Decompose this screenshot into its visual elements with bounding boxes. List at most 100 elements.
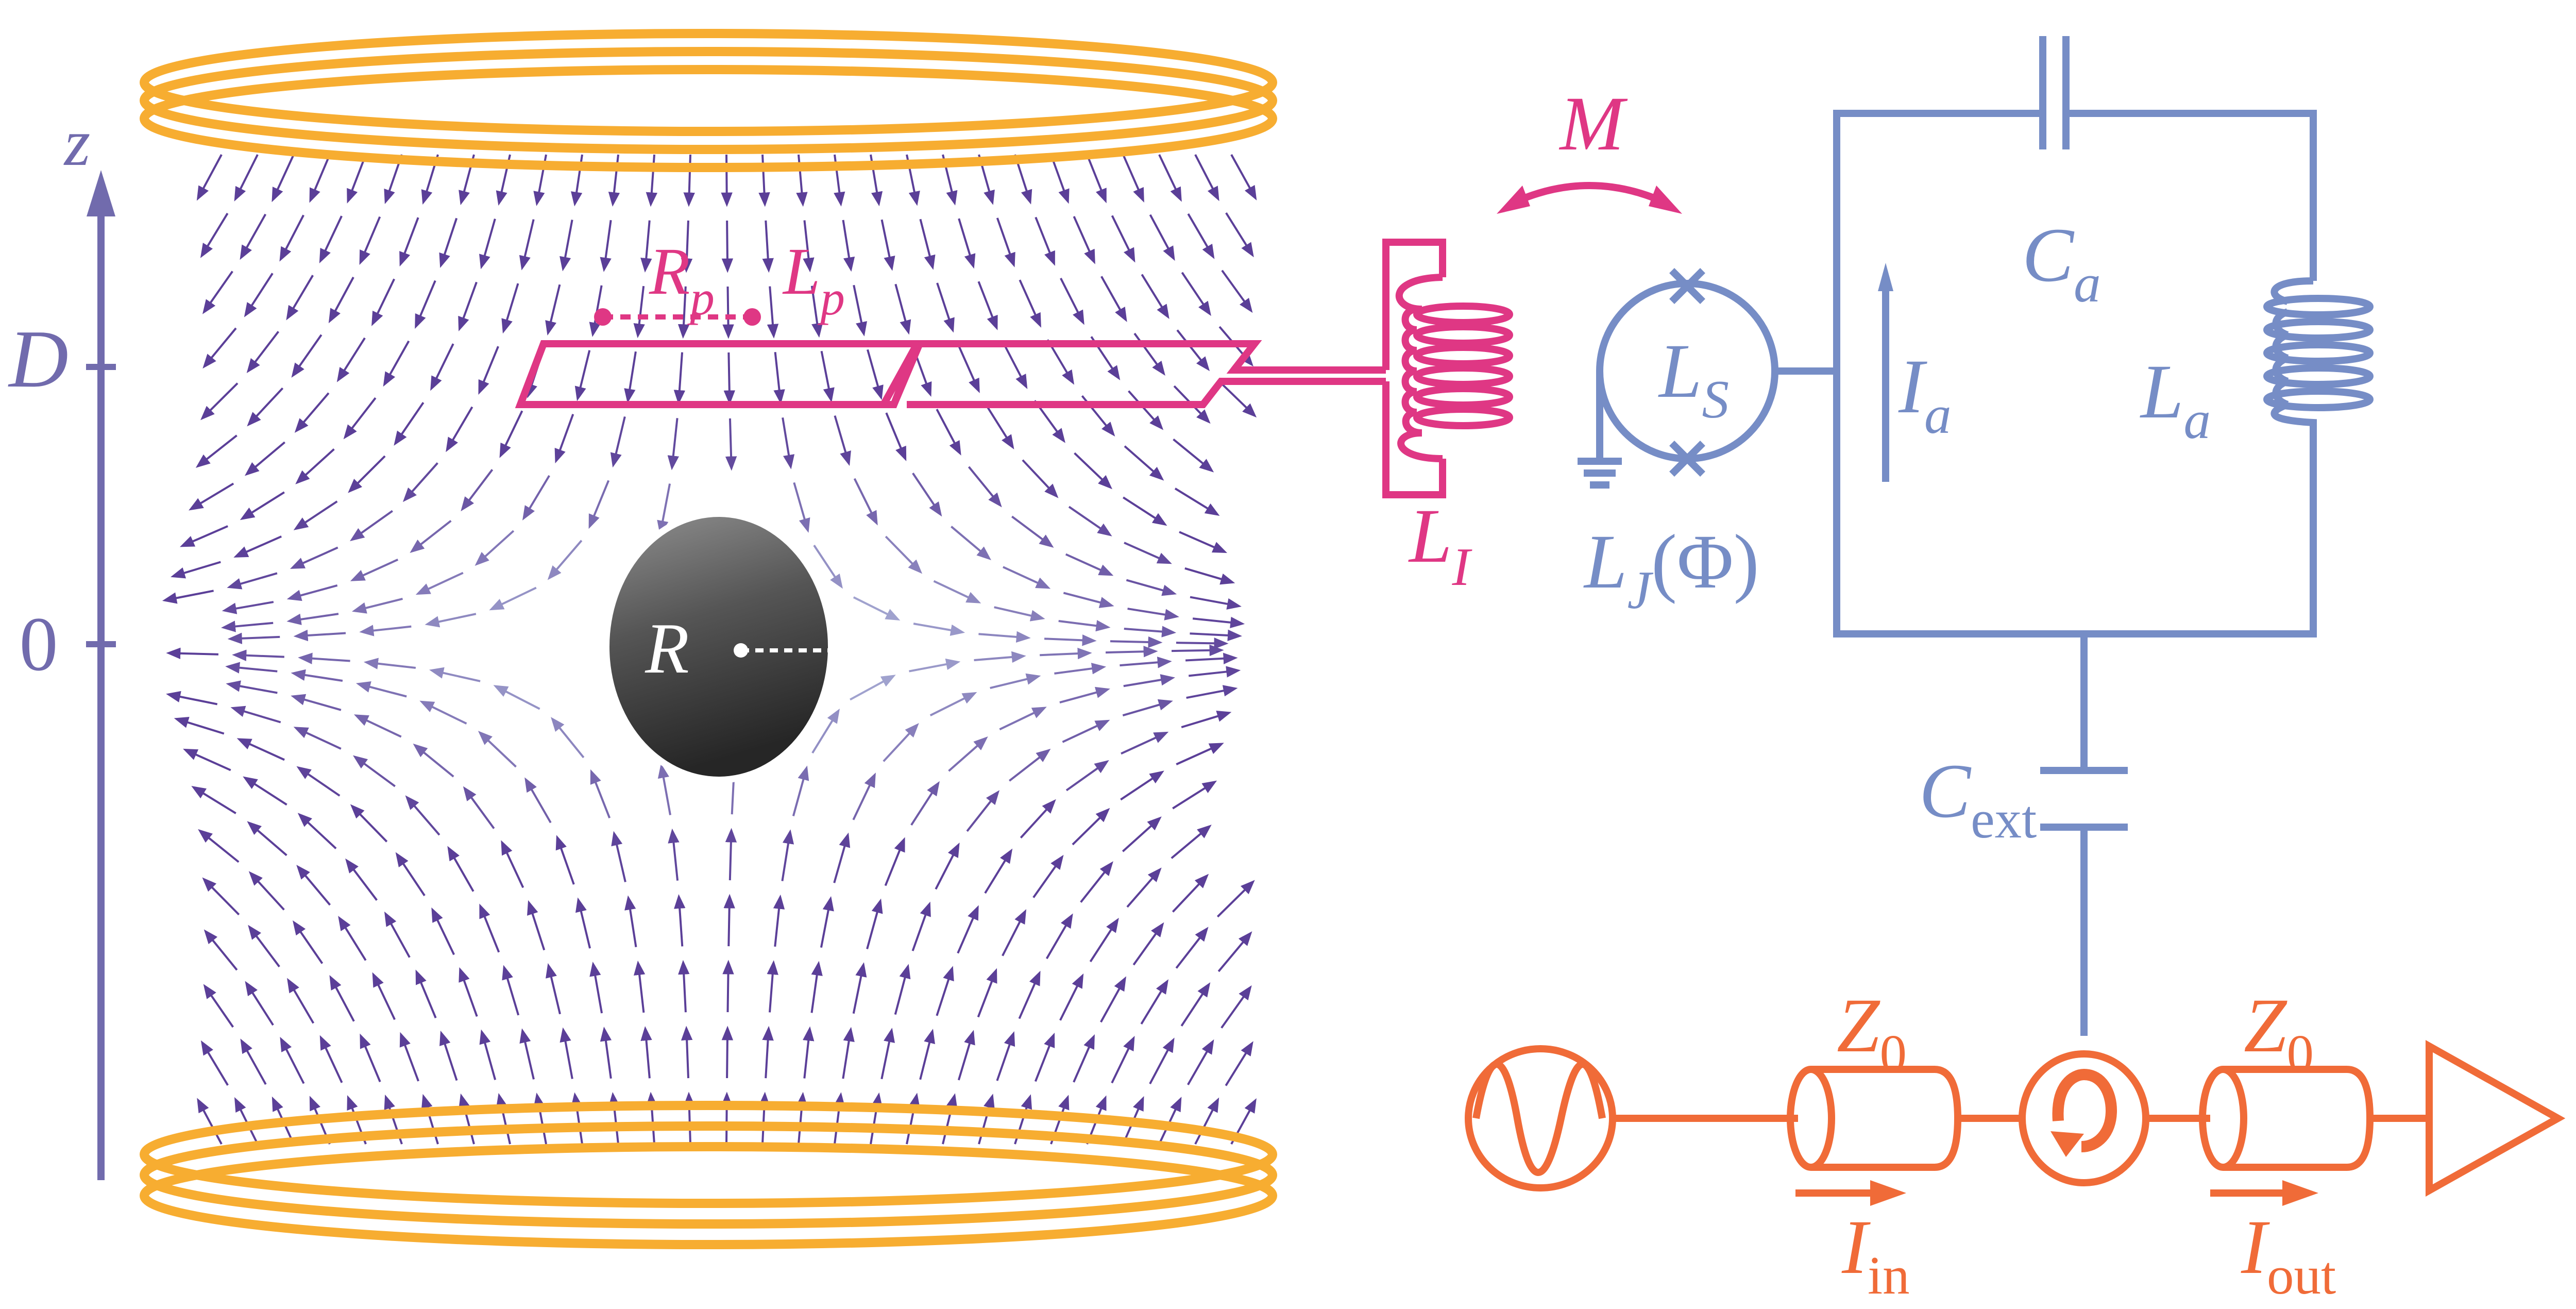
field-arrow	[405, 795, 440, 836]
field-arrow	[1050, 154, 1070, 204]
field-arrow	[681, 1026, 693, 1079]
field-arrow	[725, 418, 737, 471]
label-current-ia: Ia	[1898, 344, 1951, 445]
field-arrow	[646, 154, 658, 207]
field-arrow	[200, 382, 239, 421]
field-arrow	[246, 331, 280, 373]
field-arrow	[560, 1027, 573, 1079]
field-arrow	[478, 346, 499, 395]
field-arrow	[1060, 277, 1084, 325]
field-arrow	[589, 961, 603, 1014]
field-arrow	[546, 963, 561, 1015]
field-arrow	[820, 896, 834, 948]
field-arrow	[338, 916, 367, 961]
field-arrow	[183, 748, 231, 771]
field-arrow	[957, 345, 980, 393]
field-arrow	[673, 352, 686, 405]
field-arrow	[243, 776, 287, 806]
field-arrow	[610, 416, 626, 468]
field-arrow	[936, 966, 954, 1016]
field-arrow	[1124, 626, 1177, 637]
sphere-radius-label: R	[645, 609, 689, 689]
field-arrow	[589, 285, 603, 337]
field-arrow	[545, 284, 561, 335]
field-arrow	[657, 483, 671, 535]
field-arrow	[248, 871, 285, 911]
field-arrow	[290, 546, 338, 569]
field-arrow	[425, 613, 477, 628]
field-arrow	[885, 535, 923, 574]
field-arrow	[1018, 970, 1041, 1019]
arrowhead-right-icon	[1649, 186, 1682, 214]
field-arrow	[1073, 216, 1095, 264]
field-arrow	[1149, 214, 1175, 261]
field-arrow	[350, 559, 399, 581]
label-impedance-out: Z0	[2244, 983, 2314, 1084]
lc-resonator	[1833, 110, 2317, 1036]
coax-cable-out-icon	[2199, 1066, 2374, 1171]
field-arrow	[291, 694, 342, 711]
field-arrow	[842, 1027, 855, 1079]
field-arrow	[291, 669, 343, 682]
field-arrow	[1126, 579, 1177, 596]
field-arrow	[166, 647, 218, 660]
capacitor-cext-icon	[2040, 767, 2128, 831]
field-arrow	[1032, 854, 1064, 898]
field-arrow	[1175, 927, 1209, 969]
field-arrow	[813, 545, 843, 589]
field-arrow	[657, 763, 671, 815]
field-arrow	[415, 572, 464, 595]
field-arrow	[1216, 880, 1255, 918]
field-arrow	[1187, 213, 1215, 259]
bottom-helmholtz-coil	[140, 1101, 1277, 1249]
amplifier-icon	[2426, 1040, 2566, 1197]
field-arrow	[600, 220, 612, 272]
field-arrow	[935, 842, 960, 890]
field-arrow	[796, 154, 808, 207]
field-arrow	[762, 1026, 774, 1079]
field-arrow	[293, 727, 342, 750]
field-arrow	[1172, 780, 1217, 810]
field-arrow	[1140, 979, 1169, 1025]
field-arrow	[527, 900, 546, 951]
field-arrow	[1002, 909, 1027, 956]
field-arrow	[336, 337, 366, 382]
label-impedance-in: Z0	[1837, 983, 1907, 1084]
field-arrow	[383, 340, 410, 387]
field-arrow	[1002, 342, 1028, 389]
field-arrow	[951, 526, 991, 560]
field-arrow	[1003, 566, 1051, 589]
field-arrow	[1133, 332, 1165, 376]
field-arrow	[499, 410, 523, 458]
field-arrow	[773, 894, 785, 947]
field-arrow	[894, 283, 911, 335]
field-arrow	[350, 804, 388, 843]
field-arrow	[394, 402, 425, 446]
field-arrow	[439, 1030, 458, 1081]
field-arrow	[447, 846, 474, 892]
field-arrow	[291, 334, 323, 378]
field-arrow	[1040, 647, 1092, 660]
field-arrow	[295, 448, 335, 484]
field-arrow	[912, 472, 942, 517]
field-arrow	[721, 154, 733, 207]
field-arrow	[1111, 215, 1136, 263]
label-rp: Rp	[649, 234, 715, 325]
field-arrow	[1121, 731, 1169, 755]
field-arrow	[767, 960, 778, 1013]
field-arrow	[1045, 913, 1073, 960]
field-arrow	[286, 613, 339, 625]
field-arrow	[286, 584, 338, 601]
field-arrow	[1086, 154, 1107, 204]
field-arrow	[919, 219, 936, 270]
field-arrow	[1225, 212, 1254, 258]
field-arrow	[1122, 816, 1162, 852]
field-arrow	[204, 929, 238, 971]
field-arrow	[1149, 1037, 1175, 1085]
field-arrow	[551, 717, 585, 759]
field-arrow	[554, 413, 574, 464]
field-arrow	[293, 629, 346, 642]
field-arrow	[1190, 629, 1242, 642]
field-arrow	[479, 903, 500, 953]
mutual-inductance-arrow	[1497, 182, 1682, 214]
